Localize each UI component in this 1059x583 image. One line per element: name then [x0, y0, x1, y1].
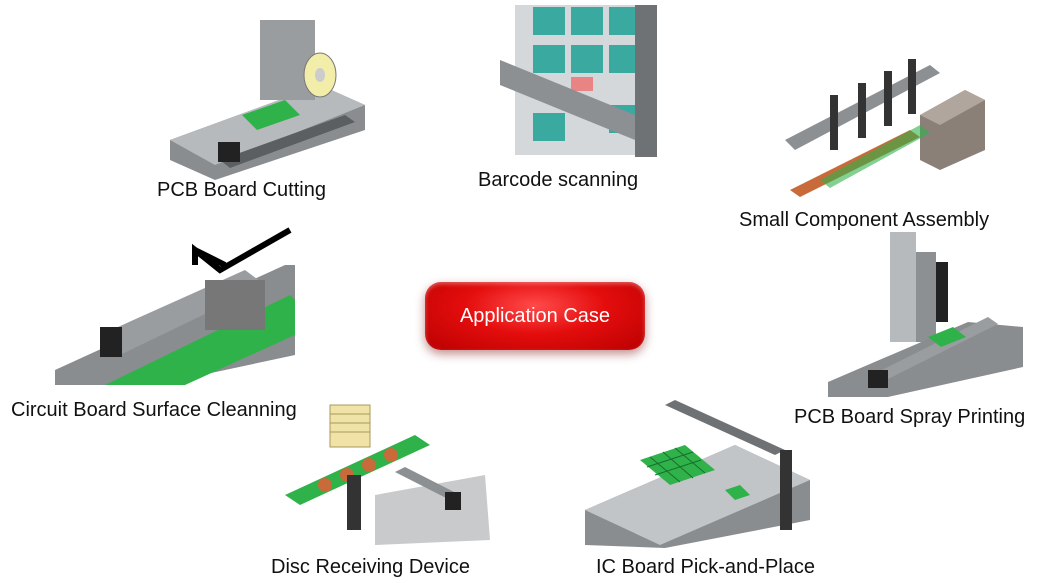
- pcb-cutting-illustration: [170, 20, 365, 180]
- circuit-board-cleaning-illustration: [55, 227, 295, 385]
- application-case-label: Application Case: [459, 304, 611, 327]
- case-label-pcb-board-cutting: PCB Board Cutting: [157, 179, 326, 201]
- pcb-spray-printing-illustration: [828, 232, 1023, 397]
- case-label-pcb-board-spray-printing: PCB Board Spray Printing: [794, 406, 1026, 428]
- case-label-circuit-board-surface-cleanning: Circuit Board Surface Cleanning: [11, 399, 297, 421]
- case-label-barcode-scanning: Barcode scanning: [478, 169, 639, 191]
- application-case-button[interactable]: Application Case: [425, 282, 645, 350]
- case-label-disc-receiving-device: Disc Receiving Device: [271, 556, 470, 578]
- small-component-assembly-illustration: [785, 59, 985, 197]
- barcode-scanning-illustration: [500, 5, 657, 157]
- case-label-small-component-assembly: Small Component Assembly: [739, 209, 990, 231]
- case-label-ic-board-pick-and-place: IC Board Pick-and-Place: [596, 556, 815, 578]
- disc-receiving-device-illustration: [285, 404, 490, 545]
- ic-board-pick-and-place-illustration: [585, 400, 810, 548]
